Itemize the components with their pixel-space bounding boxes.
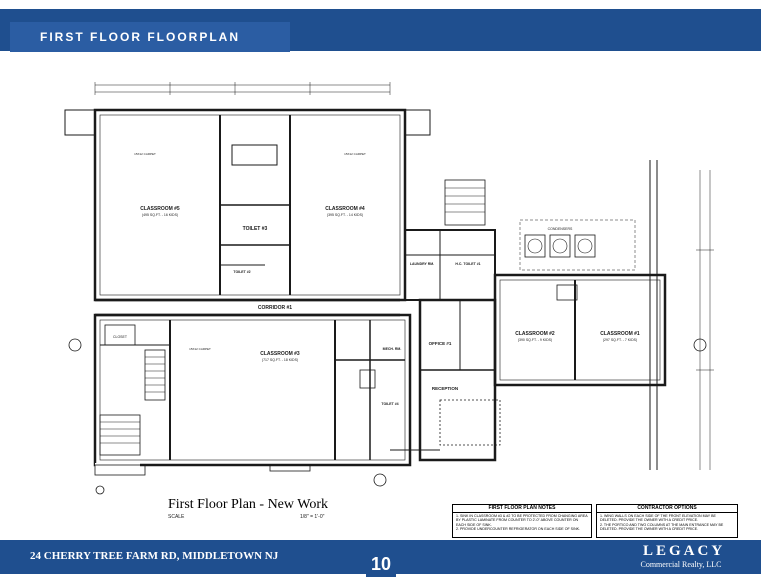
plan-caption: First Floor Plan - New Work [168, 497, 329, 512]
page-title: FIRST FLOOR FLOORPLAN [10, 22, 290, 52]
page-number: 10 [366, 551, 396, 577]
room-classroom2-area: (390 SQ.FT. - 9 KIDS) [518, 338, 552, 342]
room-classroom4: CLASSROOM #4 [325, 206, 365, 212]
room-mech: MECH. RM. [383, 347, 402, 351]
room-classroom1-area: (297 SQ.FT. - 7 KIDS) [603, 338, 637, 342]
label-condensers: CONDENSERS [548, 227, 573, 231]
room-hc-toilet: H.C. TOILET #1 [455, 262, 480, 266]
property-address: 24 CHERRY TREE FARM RD, MIDDLETOWN NJ [30, 550, 279, 562]
room-classroom1: CLASSROOM #1 [600, 331, 640, 337]
room-closet: CLOSET [113, 335, 128, 339]
scale-label: SCALE [168, 514, 185, 520]
room-classroom2: CLASSROOM #2 [515, 331, 555, 337]
room-toilet3: TOILET #3 [243, 226, 268, 232]
room-laundry: LAUNDRY RM. [410, 262, 434, 266]
contractor-options: CONTRACTOR OPTIONS 1. WING WALLS ON EACH… [596, 504, 738, 538]
floor-plan-notes-title: FIRST FLOOR PLAN NOTES [453, 505, 591, 513]
brand-subtitle: Commercial Realty, LLC [640, 560, 722, 569]
contractor-option: 2. THE PORTICO AND TWO COLUMNS AT THE MA… [600, 522, 724, 532]
room-classroom4-area: (395 SQ.FT. - 14 KIDS) [327, 213, 363, 217]
label-carpet-2: 15X12 CARPET [344, 152, 366, 156]
label-carpet-1: 15X12 CARPET [134, 152, 156, 156]
room-classroom5: CLASSROOM #5 [140, 206, 180, 212]
room-corridor: CORRIDOR #1 [258, 305, 292, 311]
room-classroom5-area: (495 SQ.FT. - 16 KIDS) [142, 213, 178, 217]
room-toilet2: TOILET #2 [233, 270, 250, 274]
floor-plan-drawing: CLASSROOM #5 (495 SQ.FT. - 16 KIDS) CLAS… [64, 82, 714, 495]
contractor-option: 1. WING WALLS ON EACH SIDE OF THE FRONT … [600, 514, 716, 523]
room-office: OFFICE #1 [429, 341, 452, 346]
room-reception: RECEPTION [432, 386, 458, 391]
scale-value: 1/8" = 1'-0" [300, 514, 325, 520]
room-classroom3-area: (717 SQ.FT. - 18 KIDS) [262, 358, 298, 362]
contractor-options-title: CONTRACTOR OPTIONS [597, 505, 737, 513]
floor-plan-note: 2. PROVIDE UNDERCOUNTER REFRIGERATOR ON … [456, 527, 581, 532]
brand-logo: LEGACY [643, 543, 726, 559]
room-classroom3: CLASSROOM #3 [260, 351, 300, 357]
label-carpet-3: 15X12 CARPET [189, 347, 211, 351]
floor-plan-notes: FIRST FLOOR PLAN NOTES 1. SINK IN CLASSR… [452, 504, 592, 538]
floor-plan-note: 1. SINK IN CLASSROOM #3 & #2 TO BE PROTE… [456, 514, 588, 527]
room-toilet4: TOILET #4 [381, 402, 398, 406]
